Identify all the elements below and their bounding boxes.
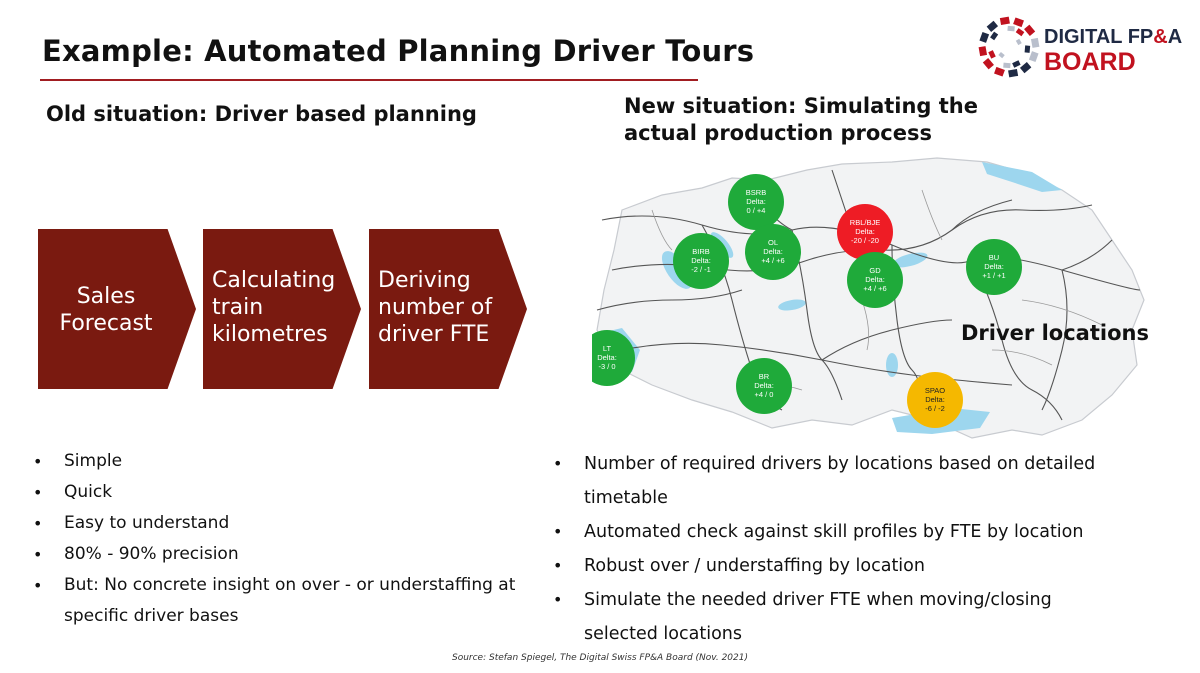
old-situation-heading: Old situation: Driver based planning: [46, 102, 477, 126]
process-step-label: Sales Forecast: [59, 284, 153, 336]
digital-fpa-board-logo: DIGITAL FP&A BOARD: [974, 12, 1184, 82]
list-item: Simple: [33, 446, 534, 477]
marker-delta-value: +1 / +1: [982, 271, 1005, 280]
marker-circle: [907, 372, 963, 428]
logo-text-a: A: [1167, 26, 1183, 48]
logo-text-digital-fp: DIGITAL FP: [1044, 26, 1154, 48]
logo-text-ampersand: &: [1153, 26, 1168, 48]
marker-delta-value: -3 / 0: [598, 362, 615, 371]
list-item: Quick: [33, 477, 534, 508]
marker-code: BSRB: [746, 188, 766, 197]
marker-delta-value: +4 / +6: [863, 284, 886, 293]
process-flow: Sales Forecast Calculating train kilomet…: [38, 229, 538, 389]
marker-code: RBL/BJE: [850, 218, 880, 227]
marker-code: BIRB: [692, 247, 710, 256]
process-step-deriving-driver-fte: Deriving number of driver FTE: [369, 229, 527, 389]
list-item: 80% - 90% precision: [33, 539, 534, 570]
process-step-label: Calculating train kilometres: [212, 268, 336, 347]
slide-title: Example: Automated Planning Driver Tours: [42, 34, 755, 68]
list-item: Robust over / understaffing by location: [553, 549, 1124, 583]
marker-code: GD: [869, 266, 881, 275]
marker-code: SPAO: [925, 386, 945, 395]
marker-code: BR: [759, 372, 770, 381]
logo-text-board: BOARD: [1044, 48, 1136, 76]
process-step-label: Deriving number of driver FTE: [378, 268, 493, 347]
marker-delta-value: +4 / 0: [755, 390, 774, 399]
marker-delta-label: Delta:: [746, 197, 766, 206]
list-item: Number of required drivers by locations …: [553, 447, 1124, 515]
marker-circle: [745, 224, 801, 280]
process-step-sales-forecast: Sales Forecast: [38, 229, 196, 389]
source-citation: Source: Stefan Spiegel, The Digital Swis…: [451, 653, 748, 663]
marker-delta-value: -6 / -2: [925, 404, 945, 413]
logo-mark-icon: [978, 16, 1040, 78]
marker-delta-label: Delta:: [984, 262, 1004, 271]
title-underline: [40, 79, 698, 81]
old-situation-bullets: Simple Quick Easy to understand 80% - 90…: [33, 446, 534, 632]
marker-circle: [728, 174, 784, 230]
marker-delta-label: Delta:: [865, 275, 885, 284]
marker-circle: [736, 358, 792, 414]
marker-code: BU: [989, 253, 999, 262]
marker-circle: [837, 204, 893, 260]
marker-delta-label: Delta:: [691, 256, 711, 265]
list-item: Simulate the needed driver FTE when movi…: [553, 583, 1124, 651]
logo-text-line1: DIGITAL FP&A: [1044, 26, 1182, 49]
marker-delta-value: 0 / +4: [747, 206, 766, 215]
marker-delta-label: Delta:: [925, 395, 945, 404]
list-item: Automated check against skill profiles b…: [553, 515, 1124, 549]
marker-delta-label: Delta:: [754, 381, 774, 390]
marker-circle: [847, 252, 903, 308]
marker-delta-label: Delta:: [855, 227, 875, 236]
list-item: But: No concrete insight on over - or un…: [33, 570, 534, 632]
marker-delta-value: +4 / +6: [761, 256, 784, 265]
marker-delta-value: -20 / -20: [851, 236, 879, 245]
map-label-driver-locations: Driver locations: [961, 321, 1149, 345]
marker-circle: [592, 330, 635, 386]
marker-code: OL: [768, 238, 778, 247]
marker-circle: [673, 233, 729, 289]
marker-delta-label: Delta:: [597, 353, 617, 362]
marker-code: LT: [603, 344, 612, 353]
marker-delta-value: -2 / -1: [691, 265, 711, 274]
process-step-calculating-train-km: Calculating train kilometres: [203, 229, 361, 389]
list-item: Easy to understand: [33, 508, 534, 539]
marker-circle: [966, 239, 1022, 295]
new-situation-bullets: Number of required drivers by locations …: [553, 447, 1124, 651]
marker-delta-label: Delta:: [763, 247, 783, 256]
new-situation-heading: New situation: Simulating the actual pro…: [624, 94, 978, 145]
